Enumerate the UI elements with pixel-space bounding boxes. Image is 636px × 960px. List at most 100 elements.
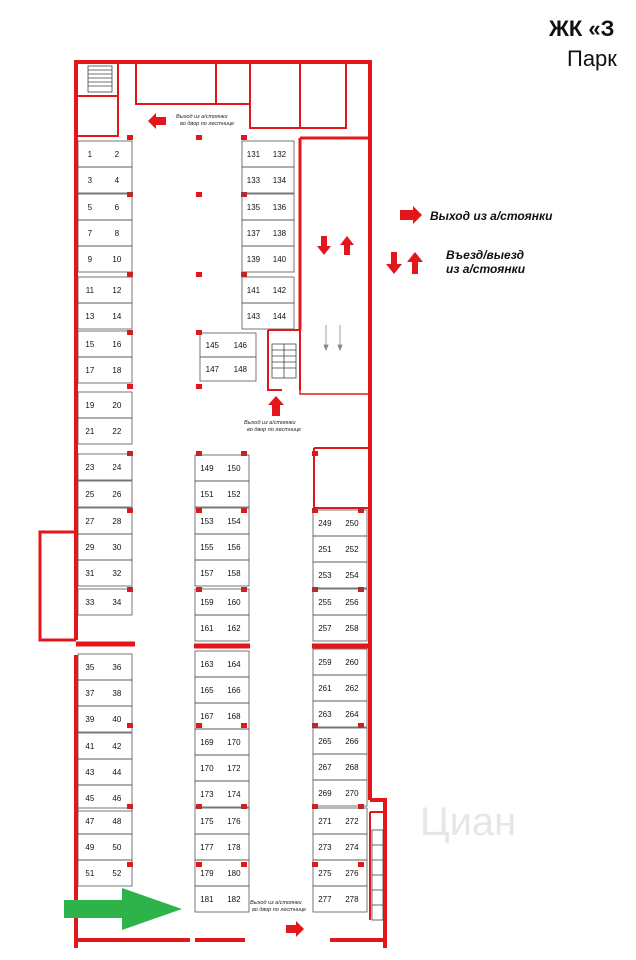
parking-space-number: 17 bbox=[85, 366, 94, 375]
parking-space-number: 179 bbox=[200, 869, 214, 878]
exit-arrow-bottom bbox=[286, 921, 304, 937]
parking-space-number: 51 bbox=[85, 869, 94, 878]
parking-space-number: 38 bbox=[112, 689, 121, 698]
parking-space-number: 151 bbox=[200, 490, 214, 499]
parking-space-pair bbox=[77, 588, 133, 616]
parking-space-number: 47 bbox=[85, 817, 94, 826]
exit-arrow-middle bbox=[268, 396, 284, 416]
parking-space-number: 274 bbox=[345, 843, 359, 852]
parking-space-number: 152 bbox=[227, 490, 241, 499]
parking-space-number: 154 bbox=[227, 517, 241, 526]
parking-space-number: 260 bbox=[345, 658, 359, 667]
parking-space-pair bbox=[312, 885, 368, 913]
parking-space-number: 270 bbox=[345, 789, 359, 798]
parking-space-number: 137 bbox=[247, 229, 261, 238]
parking-space-number: 269 bbox=[318, 789, 332, 798]
parking-space-number: 12 bbox=[112, 286, 121, 295]
parking-space-number: 170 bbox=[227, 738, 241, 747]
exit-arrows bbox=[148, 113, 423, 937]
parking-space-pair bbox=[77, 453, 133, 481]
parking-space-number: 39 bbox=[85, 715, 94, 724]
parking-space-number: 249 bbox=[318, 519, 332, 528]
parking-space-number: 265 bbox=[318, 737, 332, 746]
ramp-down-arrow bbox=[317, 236, 331, 255]
parking-space-number: 252 bbox=[345, 545, 359, 554]
parking-space-number: 40 bbox=[112, 715, 121, 724]
parking-space-number: 141 bbox=[247, 286, 261, 295]
parking-space-number: 144 bbox=[273, 312, 287, 321]
parking-space-number: 46 bbox=[112, 794, 121, 803]
parking-space-number: 170 bbox=[200, 764, 214, 773]
parking-space-number: 158 bbox=[227, 569, 241, 578]
parking-space-number: 178 bbox=[227, 843, 241, 852]
parking-space-number: 180 bbox=[227, 869, 241, 878]
parking-space-pair bbox=[241, 166, 295, 194]
parking-space-number: 278 bbox=[345, 895, 359, 904]
ramp-direction-lines bbox=[323, 325, 343, 352]
parking-space-pair bbox=[194, 480, 250, 508]
legend-exit-label: Выход из а/стоянки bbox=[430, 209, 553, 223]
parking-space-number: 26 bbox=[112, 490, 121, 499]
parking-space-number: 3 bbox=[88, 176, 93, 185]
parking-space-number: 268 bbox=[345, 763, 359, 772]
parking-space-number: 27 bbox=[85, 517, 94, 526]
parking-space-number: 136 bbox=[273, 203, 287, 212]
parking-space-number: 32 bbox=[112, 569, 121, 578]
parking-space-number: 21 bbox=[85, 427, 94, 436]
legend-entry-up-arrow bbox=[407, 252, 423, 274]
parking-space-pair bbox=[241, 245, 295, 273]
parking-space-number: 253 bbox=[318, 571, 332, 580]
parking-space-pair bbox=[312, 700, 368, 728]
parking-space-number: 143 bbox=[247, 312, 261, 321]
parking-space-number: 255 bbox=[318, 598, 332, 607]
parking-space-number: 44 bbox=[112, 768, 121, 777]
parking-space-number: 45 bbox=[85, 794, 94, 803]
parking-space-number: 31 bbox=[85, 569, 94, 578]
parking-space-number: 43 bbox=[85, 768, 94, 777]
exit-arrow-top bbox=[148, 113, 166, 129]
parking-space-number: 50 bbox=[112, 843, 121, 852]
parking-space-pair bbox=[77, 245, 133, 273]
parking-space-number: 6 bbox=[115, 203, 120, 212]
parking-space-number: 33 bbox=[85, 598, 94, 607]
parking-space-number: 15 bbox=[85, 340, 94, 349]
parking-space-number: 267 bbox=[318, 763, 332, 772]
parking-space-number: 2 bbox=[115, 150, 120, 159]
parking-space-pair bbox=[77, 356, 133, 384]
parking-space-number: 157 bbox=[200, 569, 214, 578]
parking-space-number: 18 bbox=[112, 366, 121, 375]
parking-space-number: 271 bbox=[318, 817, 332, 826]
parking-space-pair bbox=[77, 859, 133, 887]
parking-space-number: 150 bbox=[227, 464, 241, 473]
parking-space-number: 132 bbox=[273, 150, 287, 159]
parking-space-number: 173 bbox=[200, 790, 214, 799]
parking-space-number: 139 bbox=[247, 255, 261, 264]
parking-space-number: 10 bbox=[112, 255, 121, 264]
parking-space-pair bbox=[199, 356, 257, 382]
ramp-up-arrow bbox=[340, 236, 354, 255]
parking-space-pair bbox=[77, 417, 133, 445]
parking-space-number: 23 bbox=[85, 463, 94, 472]
parking-space-number: 168 bbox=[227, 712, 241, 721]
parking-space-number: 5 bbox=[88, 203, 93, 212]
parking-space-number: 52 bbox=[112, 869, 121, 878]
parking-space-pair bbox=[194, 559, 250, 587]
parking-space-number: 182 bbox=[227, 895, 241, 904]
parking-space-number: 162 bbox=[227, 624, 241, 633]
page-subtitle: Парк bbox=[567, 46, 617, 71]
stairs-top-left bbox=[87, 65, 113, 93]
parking-space-number: 181 bbox=[200, 895, 214, 904]
parking-space-number: 42 bbox=[112, 742, 121, 751]
parking-space-number: 8 bbox=[115, 229, 120, 238]
parking-space-number: 161 bbox=[200, 624, 214, 633]
legend-entry-exit-line2: из а/стоянки bbox=[446, 262, 526, 276]
parking-space-number: 11 bbox=[86, 286, 95, 295]
parking-space-number: 177 bbox=[200, 843, 214, 852]
parking-space-pair bbox=[77, 219, 133, 247]
parking-space-number: 1 bbox=[88, 150, 93, 159]
parking-space-number: 41 bbox=[85, 742, 94, 751]
parking-space-number: 160 bbox=[227, 598, 241, 607]
parking-space-number: 166 bbox=[227, 686, 241, 695]
parking-space-number: 275 bbox=[318, 869, 332, 878]
